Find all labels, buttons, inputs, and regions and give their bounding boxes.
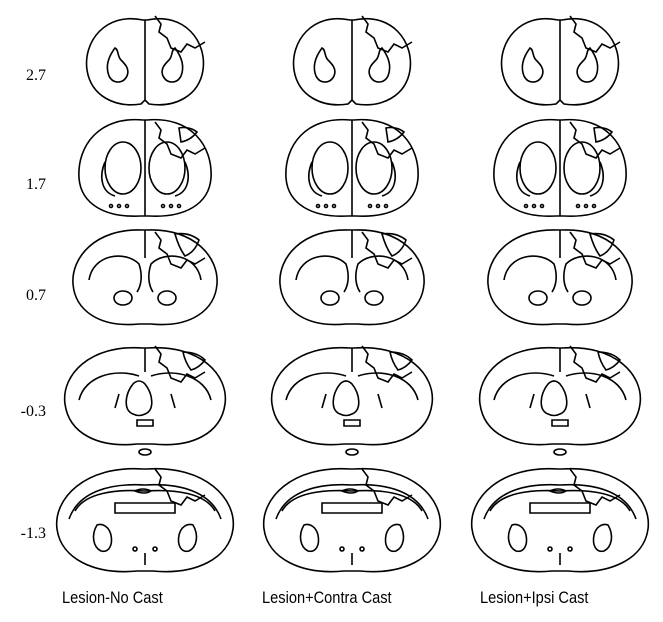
- brain-section-olfactory-col3: [502, 16, 620, 105]
- brain-section-striatum-front-col3: [494, 120, 626, 217]
- column-label-lesion-contra-cast: Lesion+Contra Cast: [262, 588, 392, 608]
- lesion-mark: [386, 128, 404, 143]
- lesion-border-line: [155, 16, 205, 52]
- lesion-border-line: [570, 16, 620, 52]
- column-label-lesion-ipsi-cast: Lesion+Ipsi Cast: [480, 588, 588, 608]
- lesion-border-line: [155, 346, 205, 382]
- lesion-border-line: [570, 232, 620, 268]
- brain-section-striatum-mid-col3: [488, 230, 632, 325]
- lesion-border-line: [570, 346, 620, 382]
- brain-section-olfactory-col1: [87, 16, 205, 105]
- brain-section-striatum-mid-col2: [280, 230, 424, 325]
- lesion-border-line: [155, 232, 205, 268]
- column-label-lesion-no-cast: Lesion-No Cast: [62, 588, 163, 608]
- brain-section-thalamus-col1: [65, 346, 226, 455]
- brain-section-hippocampus-col1: [57, 469, 234, 572]
- brain-section-hippocampus-col3: [472, 469, 649, 572]
- brain-section-striatum-front-col2: [286, 120, 418, 217]
- lesion-mark: [179, 128, 197, 143]
- brain-section-hippocampus-col2: [264, 469, 441, 572]
- brain-section-thalamus-col3: [480, 346, 641, 455]
- brain-section-striatum-mid-col1: [73, 230, 217, 325]
- lesion-border-line: [362, 346, 412, 382]
- lesion-border-line: [362, 16, 412, 52]
- lesion-mark: [594, 128, 612, 143]
- lesion-border-line: [362, 232, 412, 268]
- brain-section-olfactory-col2: [294, 16, 412, 105]
- brain-section-striatum-front-col1: [79, 120, 211, 217]
- brain-section-thalamus-col2: [272, 346, 433, 455]
